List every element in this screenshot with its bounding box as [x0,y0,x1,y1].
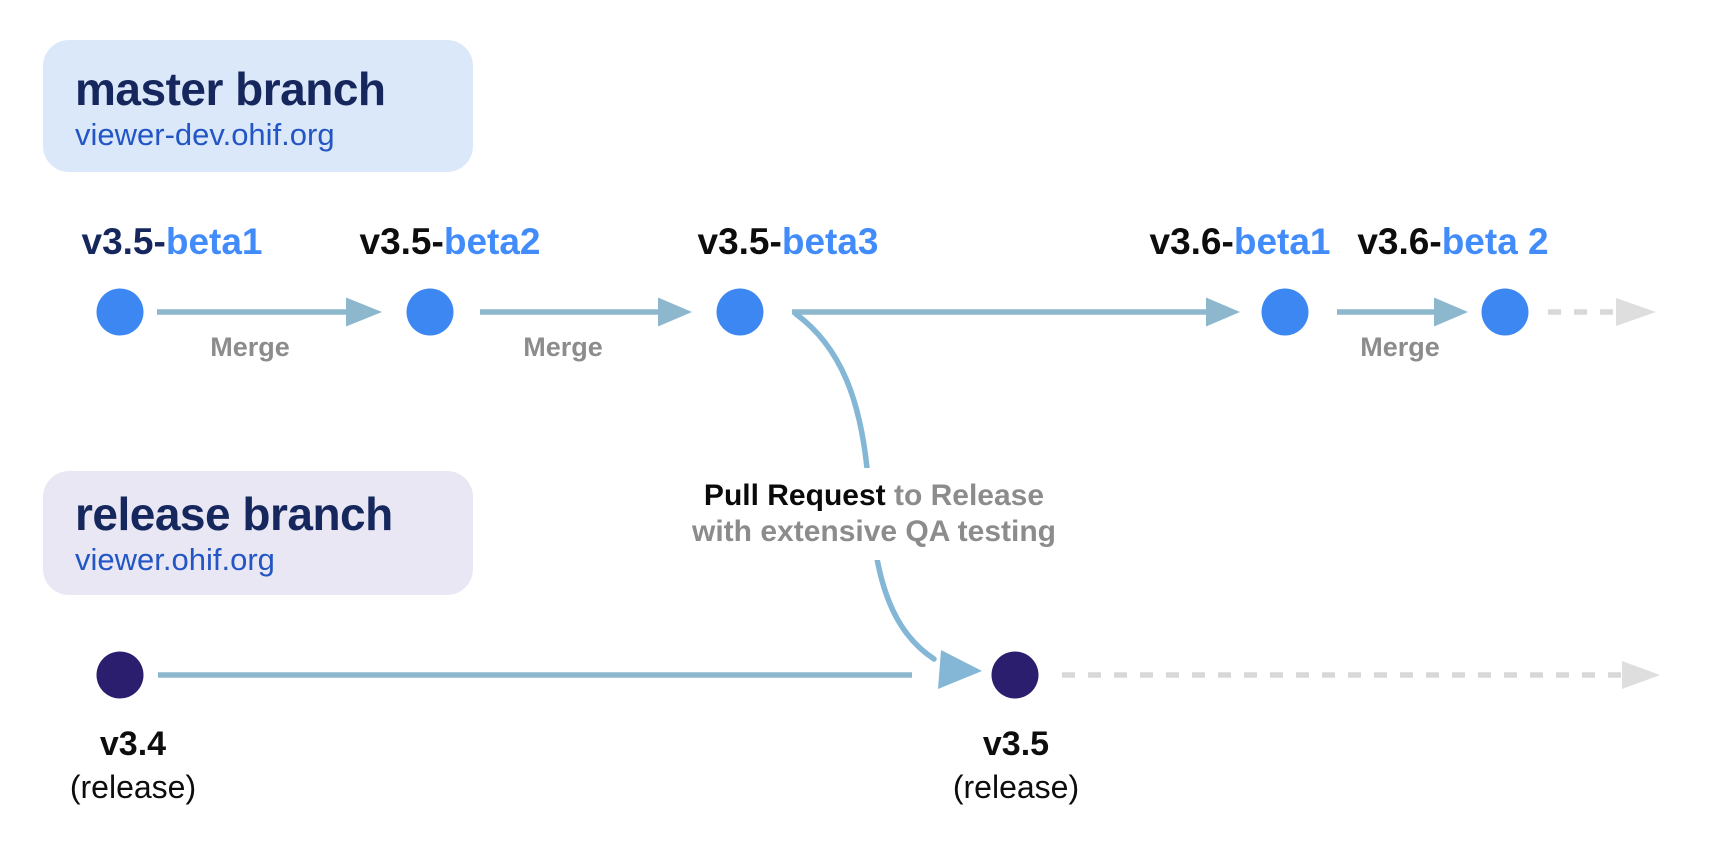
merge-label: Merge [1360,332,1440,362]
future-commits-arrowhead-icon [1622,661,1660,689]
release-tag: (release) [69,769,197,805]
pull-request-arrowhead-icon [938,650,982,689]
pull-request-annotation: Pull Request to Release with extensive Q… [676,468,1072,560]
commit-version-prefix: v3.5- [359,221,444,262]
pull-request-bold-text: Pull Request [703,479,886,512]
future-commits-arrowhead-icon [1616,298,1656,326]
master-branch-title: master branch [75,63,386,115]
release-commit-dot [96,651,144,699]
master-branch-subtitle: viewer-dev.ohif.org [75,117,335,152]
commit-version-suffix: beta1 [1233,221,1331,262]
commit-version-prefix: v3.5- [697,221,782,262]
pull-request-line1: Pull Request to Release [692,478,1056,514]
commit-version-prefix: v3.6- [1149,221,1234,262]
release-commit-label-v3.4: v3.4 (release) [70,724,196,810]
commit-dot [1261,288,1309,336]
release-version: v3.5 [982,725,1050,763]
commit-dot [96,288,144,336]
master-branch-card: master branch viewer-dev.ohif.org [43,40,473,172]
pull-request-line2: with extensive QA testing [692,515,1056,548]
merge-arrowhead-icon [1434,297,1468,327]
commit-label-v3.6-beta1: v3.6-beta1 [1150,221,1331,263]
release-tag: (release) [952,769,1080,805]
commit-label-v3.6-beta2: v3.6-beta 2 [1357,221,1548,263]
commit-label-v3.5-beta1: v3.5-beta1 [82,221,263,263]
commit-version-prefix: v3.6- [1357,221,1442,262]
commit-dot [406,288,454,336]
commit-version-suffix: beta1 [165,221,263,262]
release-branch-card: release branch viewer.ohif.org [43,471,473,595]
release-commit-label-v3.5: v3.5 (release) [953,724,1079,810]
commit-version-suffix: beta3 [781,221,879,262]
merge-arrowhead-icon [1206,297,1240,327]
merge-label: Merge [210,332,290,362]
release-branch-subtitle: viewer.ohif.org [75,542,275,577]
release-commit-dot [991,651,1039,699]
merge-label: Merge [523,332,603,362]
pull-request-rest-text: to Release [885,479,1045,512]
commit-version-suffix: beta 2 [1441,221,1549,262]
merge-arrowhead-icon [346,297,382,327]
commit-version-suffix: beta2 [443,221,541,262]
commit-dot [1481,288,1529,336]
commit-version-prefix: v3.5- [81,221,166,262]
commit-label-v3.5-beta2: v3.5-beta2 [360,221,541,263]
commit-label-v3.5-beta3: v3.5-beta3 [698,221,879,263]
merge-arrowhead-icon [658,297,692,327]
release-branch-title: release branch [75,488,393,540]
release-version: v3.4 [99,725,167,763]
commit-dot [716,288,764,336]
